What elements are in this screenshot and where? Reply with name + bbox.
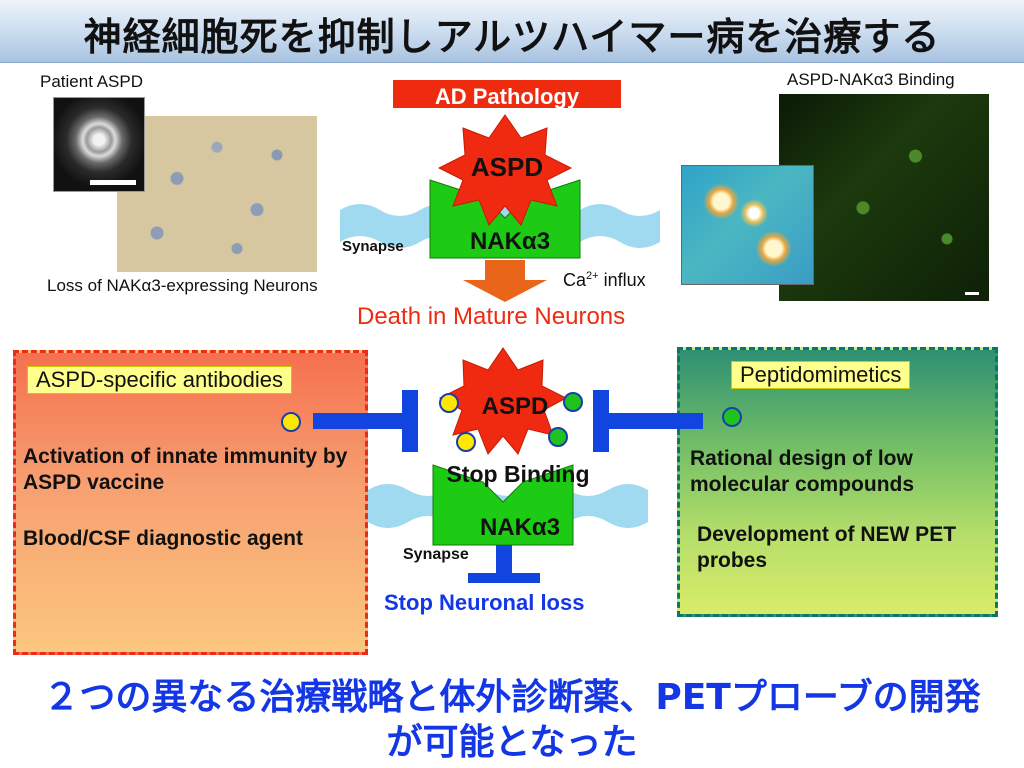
antibody-item-vaccine: Activation of innate immunity by ASPD va… (23, 445, 348, 494)
patient-aspd-image (53, 97, 145, 192)
aspd-label-bottom: ASPD (481, 393, 549, 420)
nak-label-bottom: NAKα3 (479, 514, 561, 541)
synapse-label-bottom: Synapse (403, 546, 469, 563)
left-inhibitor-bar (313, 413, 408, 429)
antibody-dot (456, 432, 476, 452)
stop-binding-label: Stop Binding (446, 461, 590, 487)
right-inhibitor-cap (593, 390, 609, 452)
blocker-stem (496, 545, 512, 575)
pathology-diagram (340, 114, 660, 302)
title-bar (0, 0, 1024, 63)
left-inhibitor-cap (402, 390, 418, 452)
right-inhibitor-bar (603, 413, 703, 429)
slide-title: 神経細胞死を抑制しアルツハイマー病を治療する (83, 15, 941, 59)
peptidomimetics-item-pet: Development of NEW PET probes (697, 523, 957, 572)
death-label: Death in Mature Neurons (357, 303, 626, 330)
aspd-label-top: ASPD (470, 152, 544, 182)
binding-image-large (779, 94, 989, 301)
aspd-star-bottom (438, 347, 568, 455)
ad-pathology-box: AD Pathology (393, 80, 621, 108)
scale-bar (965, 292, 979, 295)
patient-aspd-label: Patient ASPD (40, 72, 144, 91)
binding-image-small (681, 165, 814, 285)
blocking-diagram (313, 347, 703, 583)
stop-neuronal-loss-label: Stop Neuronal loss (384, 590, 585, 615)
ca-influx-label: Ca2+ influx (563, 270, 646, 290)
nak-label-top: NAKα3 (469, 228, 551, 255)
peptidomimetics-item-design: Rational design of low molecular compoun… (690, 447, 915, 496)
peptidomimetics-heading: Peptidomimetics (731, 361, 911, 389)
nak-receptor-shape-bottom (432, 464, 574, 546)
scale-bar (90, 180, 136, 185)
antibody-panel (13, 350, 368, 655)
aspd-star (437, 114, 573, 226)
binding-label: ASPD-NAKα3 Binding (787, 70, 955, 89)
conclusion-line2: が可能となった (386, 722, 638, 763)
down-arrow (463, 260, 547, 302)
peptide-dot (548, 427, 568, 447)
neuron-loss-label: Loss of NAKα3-expressing Neurons (47, 276, 318, 295)
antibody-dot (439, 393, 459, 413)
peptide-dot (563, 392, 583, 412)
tissue-section-image (117, 116, 317, 272)
conclusion-line1: ２つの異なる治療戦略と体外診断薬、PETプローブの開発 (43, 677, 981, 718)
antibody-item-diagnostic: Blood/CSF diagnostic agent (23, 527, 304, 550)
antibody-dot (281, 412, 301, 432)
peptidomimetics-panel (677, 347, 998, 617)
peptide-dot (722, 407, 742, 427)
blocker-base (468, 573, 540, 583)
synapse-label-top: Synapse (342, 238, 404, 255)
antibody-heading: ASPD-specific antibodies (27, 366, 293, 394)
